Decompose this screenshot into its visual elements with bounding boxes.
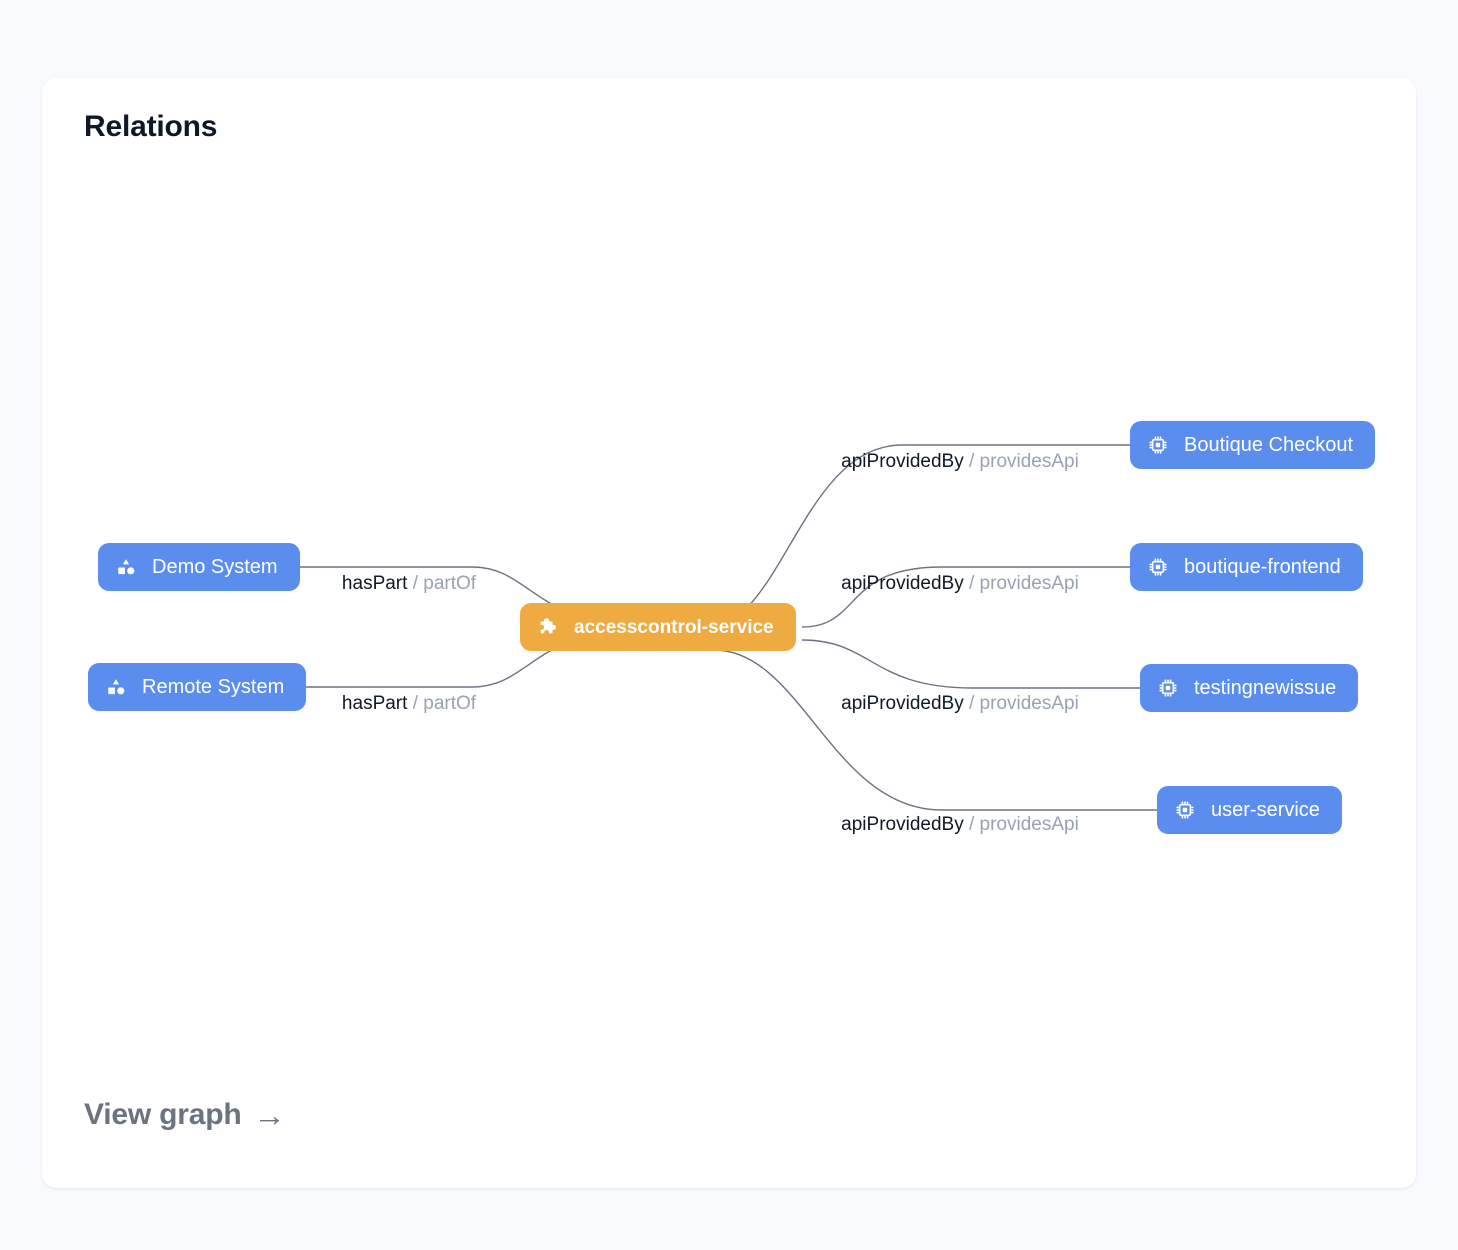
puzzle-piece-icon [536, 615, 560, 639]
edge-label-separator: / [968, 451, 975, 472]
category-icon [114, 555, 138, 579]
edge-label-reverse: providesApi [979, 451, 1079, 472]
edge-label-reverse: providesApi [979, 814, 1079, 835]
edge-label-forward: hasPart [341, 573, 408, 594]
graph-node-label: testingnewissue [1194, 677, 1337, 699]
edge-label-forward: apiProvidedBy [841, 451, 964, 472]
edge-label-reverse: providesApi [979, 573, 1079, 594]
edge-label-forward: apiProvidedBy [841, 573, 964, 594]
arrow-right-icon: → [253, 1097, 286, 1133]
view-graph-link[interactable]: View graph → [84, 1097, 286, 1133]
graph-node-label: Remote System [142, 676, 285, 698]
graph-node-boutique-frontend[interactable]: boutique-frontend [1130, 543, 1363, 591]
graph-node-label: boutique-frontend [1184, 556, 1341, 578]
edge-label-remote-system: hasPart / partOf [342, 693, 476, 715]
memory-chip-icon [1146, 433, 1170, 457]
edge-label-separator: / [968, 573, 975, 594]
graph-node-demo-system[interactable]: Demo System [98, 543, 300, 591]
relations-graph: Demo System Remote System [42, 78, 1416, 1188]
category-icon [104, 675, 128, 699]
graph-node-label: Boutique Checkout [1184, 434, 1354, 456]
edge-path-testingnewissue [801, 639, 1140, 689]
graph-node-remote-system[interactable]: Remote System [88, 663, 307, 711]
memory-chip-icon [1173, 798, 1197, 822]
edge-label-forward: apiProvidedBy [841, 693, 964, 714]
edge-label-boutique-checkout: apiProvidedBy / providesApi [841, 451, 1079, 473]
edge-label-user-service: apiProvidedBy / providesApi [841, 814, 1079, 836]
edge-label-separator: / [968, 693, 975, 714]
page-title: Relations [84, 110, 218, 143]
view-graph-label: View graph [84, 1098, 242, 1131]
graph-node-label: accesscontrol-service [574, 616, 774, 638]
edge-label-reverse: partOf [423, 573, 477, 594]
relations-card: Relations [42, 78, 1416, 1188]
graph-node-accesscontrol-service[interactable]: accesscontrol-service [520, 603, 796, 651]
edge-label-separator: / [412, 693, 418, 714]
edge-label-forward: apiProvidedBy [841, 814, 964, 835]
edge-label-separator: / [968, 814, 975, 835]
graph-node-boutique-checkout[interactable]: Boutique Checkout [1130, 421, 1376, 469]
edge-label-separator: / [412, 573, 418, 594]
edge-path-user-service [713, 649, 1157, 811]
graph-node-user-service[interactable]: user-service [1157, 786, 1342, 834]
edge-label-testingnewissue: apiProvidedBy / providesApi [841, 693, 1079, 715]
graph-node-label: user-service [1211, 799, 1320, 821]
graph-node-testingnewissue[interactable]: testingnewissue [1140, 664, 1359, 712]
edge-label-demo-system: hasPart / partOf [342, 573, 476, 595]
edge-label-boutique-frontend: apiProvidedBy / providesApi [841, 573, 1079, 595]
memory-chip-icon [1156, 676, 1180, 700]
memory-chip-icon [1146, 555, 1170, 579]
edge-label-forward: hasPart [341, 693, 408, 714]
edge-label-reverse: providesApi [979, 693, 1079, 714]
edge-label-reverse: partOf [423, 693, 477, 714]
graph-node-label: Demo System [152, 556, 278, 578]
